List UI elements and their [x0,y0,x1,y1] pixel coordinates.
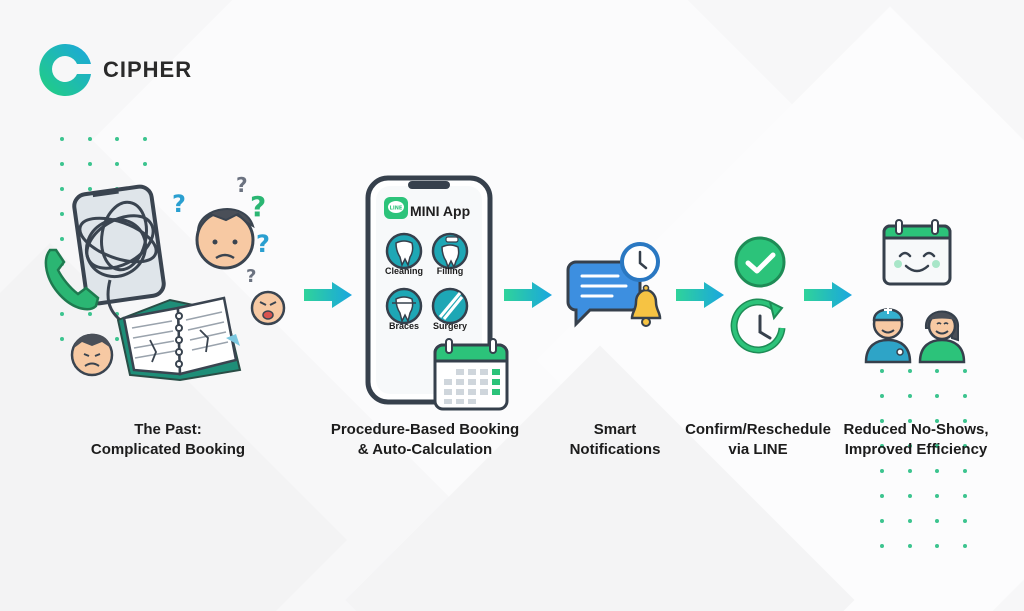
step-result-label: Reduced No-Shows, Improved Efficiency [843,421,989,458]
question-mark-icon: ? ? ? ? ? [172,173,270,287]
clock-icon [620,242,660,282]
procedure-filling[interactable]: Filling [436,266,464,276]
angry-face-icon [250,290,286,326]
mini-app-title: MINI App [410,203,471,219]
brand-logo: CIPHER [37,42,192,98]
complicated-booking-illustration: ? ? ? ? ? [44,173,286,382]
calendar-icon [433,338,509,411]
frowning-face-icon [70,333,114,377]
step-past-label: The Past: Complicated Booking [90,421,246,458]
procedure-surgery[interactable]: Surgery [432,321,467,331]
cipher-logo-icon [39,43,91,96]
step-procedure-label: Procedure-Based Booking & Auto-Calculati… [330,421,520,458]
svg-text:?: ? [246,266,256,287]
arrow-right-icon [676,282,724,308]
bell-icon [630,284,662,327]
doctor-icon [864,306,912,364]
dot-grid-right [880,369,967,548]
confused-face-icon [195,208,255,270]
torn-notebook-icon [116,296,242,382]
svg-text:LINE: LINE [390,206,403,212]
care-team-illustration [864,306,966,364]
tangled-phone-icon [72,184,166,341]
reschedule-clock-icon [730,298,786,354]
arrow-right-icon [304,282,352,308]
telephone-handset-icon [44,248,100,311]
svg-text:?: ? [250,190,266,223]
svg-text:?: ? [256,230,270,258]
arrow-right-icon [804,282,852,308]
brand-name: CIPHER [103,57,193,82]
arrow-right-icon [504,282,552,308]
staff-icon [918,310,966,364]
smiling-calendar-icon [882,219,952,286]
confirm-reschedule-illustration [730,236,786,354]
procedure-cleaning[interactable]: Cleaning [384,266,423,276]
smart-notification-illustration [566,242,662,328]
step-notifications-label: Smart Notifications [569,421,661,458]
procedure-braces[interactable]: Braces [388,321,420,331]
svg-text:?: ? [236,173,248,197]
step-confirm-label: Confirm/Reschedule via LINE [685,421,831,458]
check-circle-icon [734,236,786,288]
svg-text:?: ? [172,190,186,218]
